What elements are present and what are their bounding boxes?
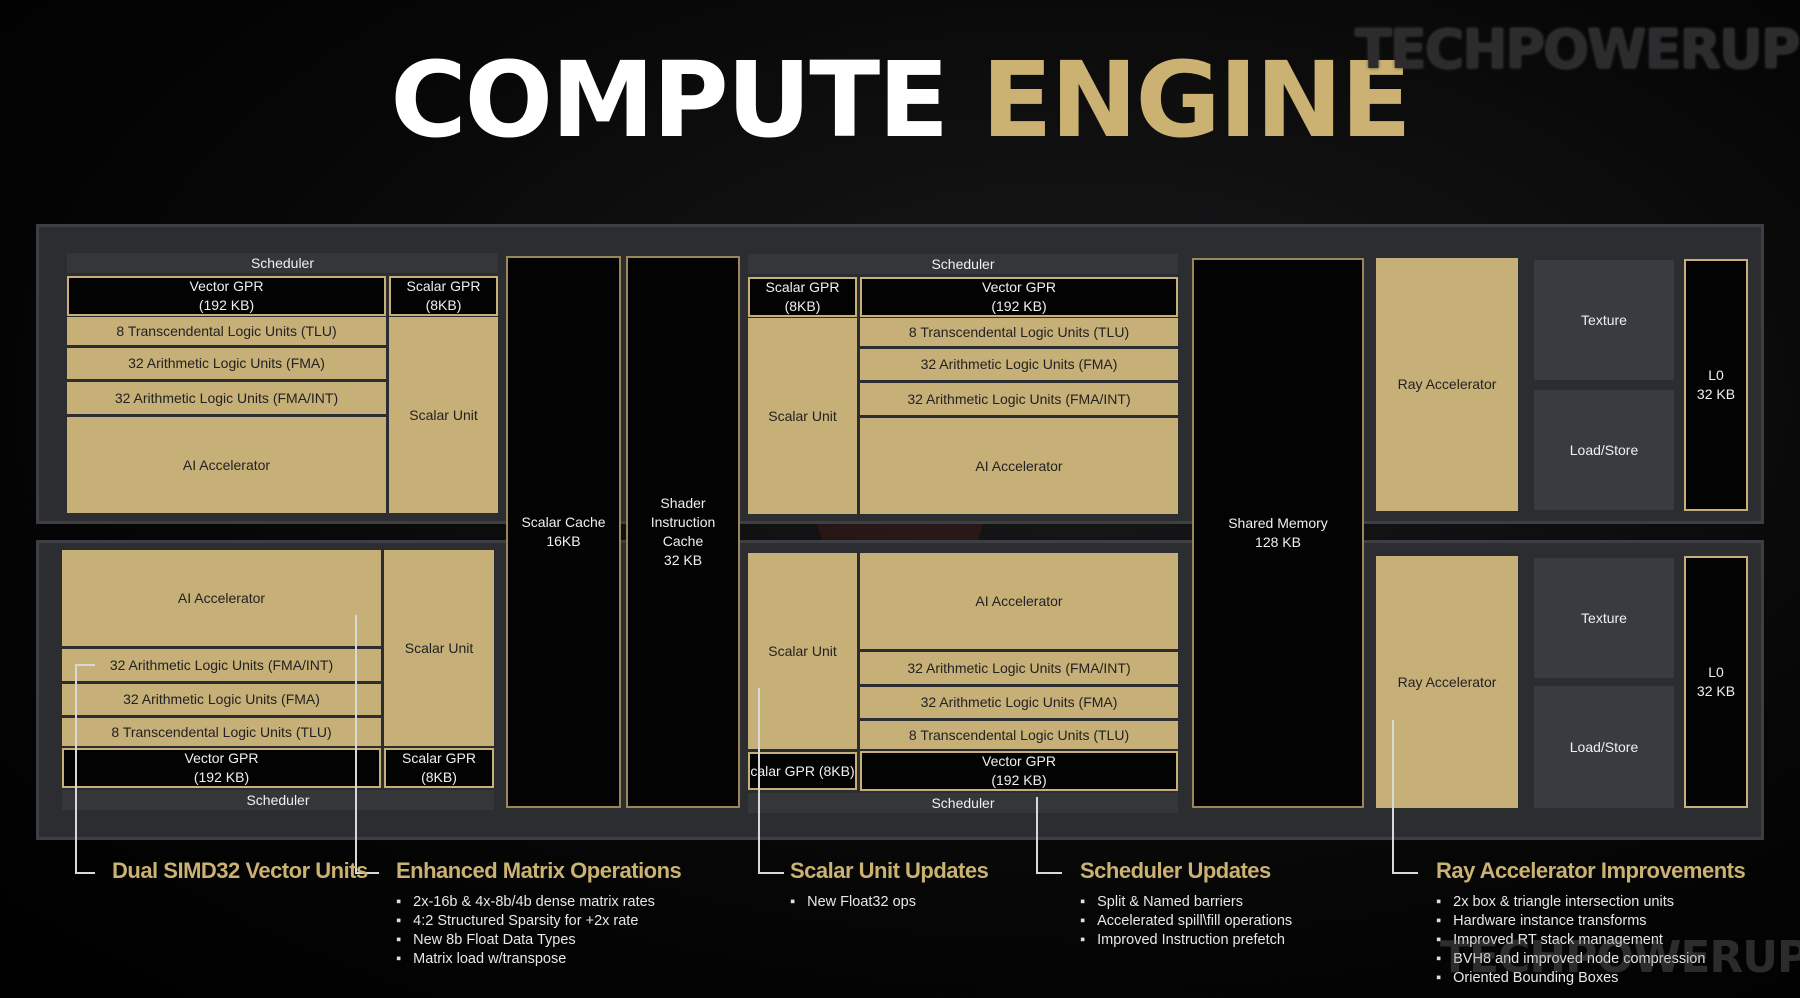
load-store-block: Load/Store (1534, 686, 1674, 808)
shader-cache-label: Shader Instruction Cache 32 KB (650, 495, 716, 568)
callout-line (1036, 872, 1062, 874)
fma-block: 32 Arithmetic Logic Units (FMA) (67, 348, 386, 379)
feature-heading-matrix: Enhanced Matrix Operations (396, 858, 682, 883)
ai-accelerator-block: AI Accelerator (62, 550, 381, 646)
bullet-item: BVH8 and improved node compression (1436, 950, 1705, 969)
texture-block: Texture (1534, 260, 1674, 380)
ray-bullet-list: 2x box & triangle intersection units Har… (1436, 893, 1705, 988)
fma-int-block: 32 Arithmetic Logic Units (FMA/INT) (860, 383, 1178, 415)
ai-accelerator-block: AI Accelerator (860, 418, 1178, 514)
callout-line (75, 664, 95, 666)
vector-gpr-block: Vector GPR (192 KB) (62, 748, 381, 788)
l0-cache-block: L0 32 KB (1684, 556, 1748, 808)
fma-block: 32 Arithmetic Logic Units (FMA) (62, 684, 381, 715)
vector-gpr-label: Vector GPR (192 KB) (982, 279, 1056, 314)
scalar-gpr-block: calar GPR (8KB) (748, 752, 857, 790)
callout-line (355, 615, 357, 874)
ray-accelerator-block: Ray Accelerator (1376, 556, 1518, 808)
vector-gpr-label: Vector GPR (192 KB) (982, 753, 1056, 788)
vector-gpr-label: Vector GPR (192 KB) (184, 750, 259, 785)
fma-block: 32 Arithmetic Logic Units (FMA) (860, 687, 1178, 718)
scalar-cache-label: Scalar Cache 16KB (521, 514, 606, 549)
callout-line (758, 872, 784, 874)
scalar-bullet-list: New Float32 ops (790, 893, 916, 912)
page-title: COMPUTE ENGINE (0, 40, 1800, 160)
bullet-item: 2x-16b & 4x-8b/4b dense matrix rates (396, 893, 655, 912)
bullet-item: Hardware instance transforms (1436, 912, 1705, 931)
l0-cache-label: L0 32 KB (1696, 664, 1736, 699)
feature-heading-simd: Dual SIMD32 Vector Units (112, 858, 368, 883)
title-word-1: COMPUTE (390, 39, 949, 161)
vector-gpr-label: Vector GPR (192 KB) (189, 278, 264, 313)
bullet-item: New 8b Float Data Types (396, 931, 655, 950)
fma-int-block: 32 Arithmetic Logic Units (FMA/INT) (62, 649, 381, 681)
feature-heading-scheduler: Scheduler Updates (1080, 858, 1271, 883)
scalar-gpr-block: Scalar GPR (8KB) (384, 748, 494, 788)
bullet-item: Improved Instruction prefetch (1080, 931, 1292, 950)
callout-line (1392, 720, 1394, 874)
shared-memory-block: Shared Memory 128 KB (1192, 258, 1364, 808)
brand-watermark: TECHPOWERUP (1440, 932, 1800, 983)
callout-line (75, 872, 95, 874)
bullet-item: Improved RT stack management (1436, 931, 1705, 950)
callout-line (355, 872, 379, 874)
ray-accelerator-block: Ray Accelerator (1376, 258, 1518, 511)
scalar-gpr-block: Scalar GPR (8KB) (389, 276, 498, 316)
scheduler-bullet-list: Split & Named barriers Accelerated spill… (1080, 893, 1292, 950)
scheduler-block: Scheduler (748, 254, 1178, 274)
scalar-gpr-block: Scalar GPR (8KB) (748, 277, 857, 317)
ai-accelerator-block: AI Accelerator (860, 553, 1178, 649)
title-word-2: ENGINE (981, 39, 1411, 161)
callout-line (75, 664, 77, 874)
callout-line (1036, 797, 1038, 874)
callout-line (758, 688, 760, 874)
feature-heading-scalar: Scalar Unit Updates (790, 858, 989, 883)
bullet-item: Split & Named barriers (1080, 893, 1292, 912)
callout-line (1392, 872, 1418, 874)
bullet-item: Oriented Bounding Boxes (1436, 969, 1705, 988)
bullet-item: Matrix load w/transpose (396, 950, 655, 969)
tlu-block: 8 Transcendental Logic Units (TLU) (860, 318, 1178, 346)
shader-instruction-cache-block: Shader Instruction Cache 32 KB (626, 256, 740, 808)
scalar-unit-block: Scalar Unit (389, 317, 498, 513)
bullet-item: New Float32 ops (790, 893, 916, 912)
scheduler-block: Scheduler (67, 253, 498, 273)
bullet-item: 2x box & triangle intersection units (1436, 893, 1705, 912)
vector-gpr-block: Vector GPR (192 KB) (67, 276, 386, 316)
scalar-cache-block: Scalar Cache 16KB (506, 256, 621, 808)
fma-int-block: 32 Arithmetic Logic Units (FMA/INT) (67, 382, 386, 414)
fma-block: 32 Arithmetic Logic Units (FMA) (860, 349, 1178, 380)
l0-cache-block: L0 32 KB (1684, 259, 1748, 511)
scalar-unit-block: Scalar Unit (748, 318, 857, 514)
vector-gpr-block: Vector GPR (192 KB) (860, 277, 1178, 317)
tlu-block: 8 Transcendental Logic Units (TLU) (860, 721, 1178, 749)
bullet-item: 4:2 Structured Sparsity for +2x rate (396, 912, 655, 931)
load-store-block: Load/Store (1534, 390, 1674, 510)
matrix-bullet-list: 2x-16b & 4x-8b/4b dense matrix rates 4:2… (396, 893, 655, 969)
tlu-block: 8 Transcendental Logic Units (TLU) (62, 718, 381, 746)
scheduler-block: Scheduler (748, 793, 1178, 813)
bullet-item: Accelerated spill\fill operations (1080, 912, 1292, 931)
ai-accelerator-block: AI Accelerator (67, 417, 386, 513)
scheduler-block: Scheduler (62, 790, 494, 810)
scalar-unit-block: Scalar Unit (748, 553, 857, 749)
vector-gpr-block: Vector GPR (192 KB) (860, 751, 1178, 791)
feature-heading-ray: Ray Accelerator Improvements (1436, 858, 1746, 883)
tlu-block: 8 Transcendental Logic Units (TLU) (67, 317, 386, 345)
texture-block: Texture (1534, 558, 1674, 678)
fma-int-block: 32 Arithmetic Logic Units (FMA/INT) (860, 652, 1178, 684)
brand-logo: TECHPOWERUP (1355, 18, 1800, 81)
shared-memory-label: Shared Memory 128 KB (1228, 515, 1328, 550)
l0-cache-label: L0 32 KB (1696, 367, 1736, 402)
scalar-unit-block: Scalar Unit (384, 550, 494, 746)
